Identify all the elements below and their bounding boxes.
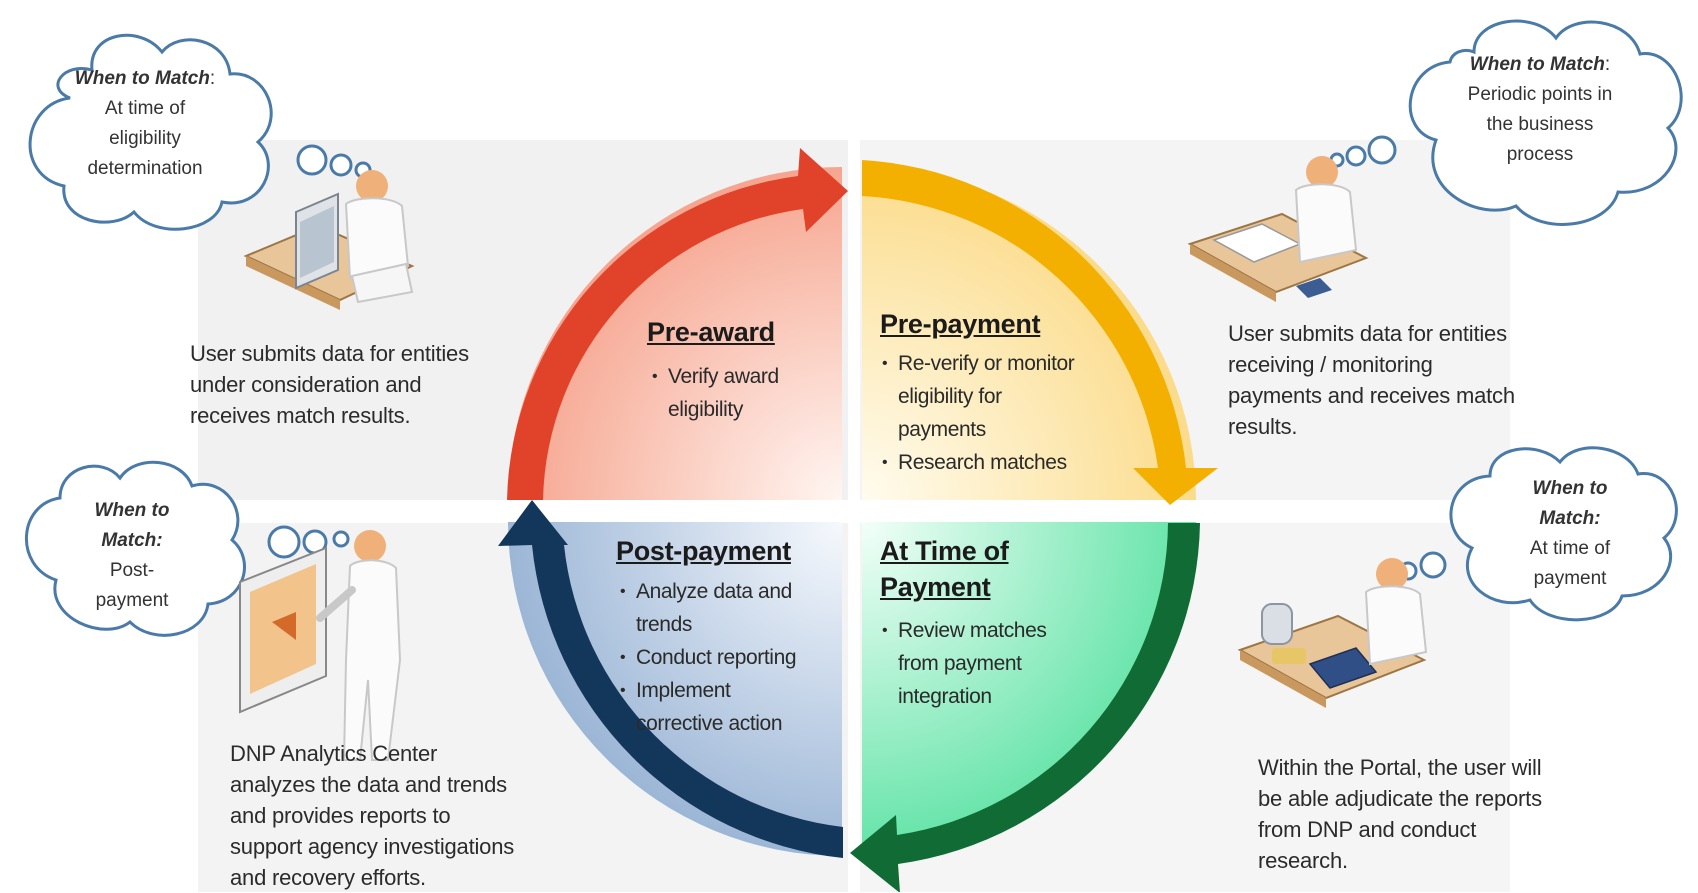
cloud-top-right-shape xyxy=(1329,19,1683,226)
pre-award-title: Pre-award xyxy=(647,317,775,347)
description-top-left: User submits data for entities under con… xyxy=(190,341,469,428)
description-top-right: User submits data for entities receiving… xyxy=(1228,321,1515,439)
arrow-green xyxy=(850,523,1200,892)
post-payment-bullet: Conduct reporting xyxy=(618,641,797,674)
cloud-top-right-text: When to Match: Periodic points in the bu… xyxy=(1467,54,1613,165)
cloud-bottom-left-shape xyxy=(24,460,350,637)
time-of-payment-title: At Time of Payment xyxy=(880,536,1009,603)
person-at-computer-icon xyxy=(243,170,415,310)
post-payment-title: Post-payment xyxy=(616,536,791,566)
pre-payment-title: Pre-payment xyxy=(880,309,1041,339)
arrow-navy xyxy=(498,500,843,858)
description-bottom-left: DNP Analytics Center analyzes the data a… xyxy=(230,741,515,890)
description-bottom-right: Within the Portal, the user will be able… xyxy=(1258,755,1542,873)
person-at-presentation-screen-icon xyxy=(239,530,402,761)
cloud-bottom-right-text: When to Match: At time of payment xyxy=(1529,478,1611,589)
person-at-payment-terminal-icon xyxy=(1237,558,1428,708)
arrow-red xyxy=(507,148,848,500)
cloud-bottom-left-text: When to Match: Post- payment xyxy=(94,500,170,611)
pre-payment-bullet: Research matches xyxy=(880,446,1074,479)
person-at-desk-icon xyxy=(1187,156,1369,302)
cloud-top-left-shape xyxy=(28,33,372,231)
arrow-yellow xyxy=(862,160,1218,505)
cloud-bottom-right-shape xyxy=(1383,446,1678,622)
cloud-top-left-text: When to Match: At time of eligibility de… xyxy=(74,68,216,179)
